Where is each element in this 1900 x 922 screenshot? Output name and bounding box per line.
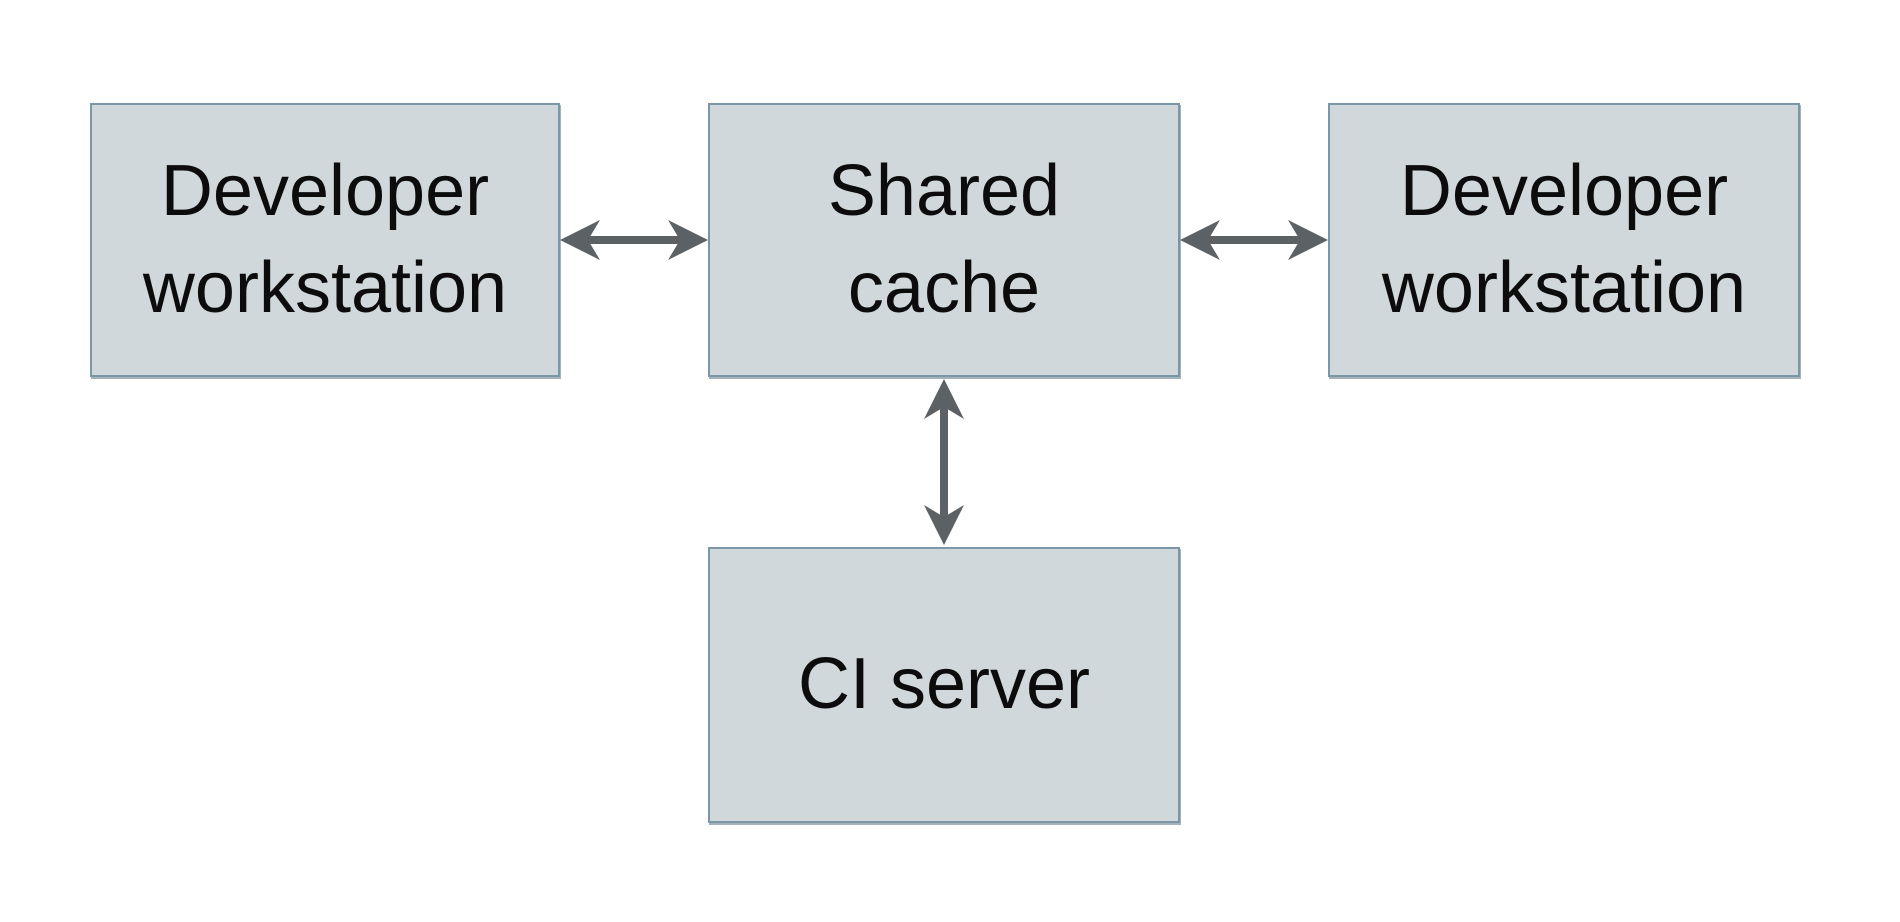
node-shared-cache: Shared cache <box>708 103 1180 377</box>
node-ci-server: CI server <box>708 547 1180 823</box>
bidirectional-arrow-cache-ci-server <box>924 379 964 545</box>
node-label: Shared cache <box>827 150 1061 328</box>
bidirectional-arrow-left-workstation-cache <box>560 220 708 260</box>
node-label: CI server <box>797 644 1091 725</box>
node-label: Developer workstation <box>142 150 508 328</box>
bidirectional-arrow-cache-right-workstation <box>1180 220 1328 260</box>
node-developer-workstation-left: Developer workstation <box>90 103 560 377</box>
node-developer-workstation-right: Developer workstation <box>1328 103 1800 377</box>
node-label: Developer workstation <box>1381 150 1747 328</box>
